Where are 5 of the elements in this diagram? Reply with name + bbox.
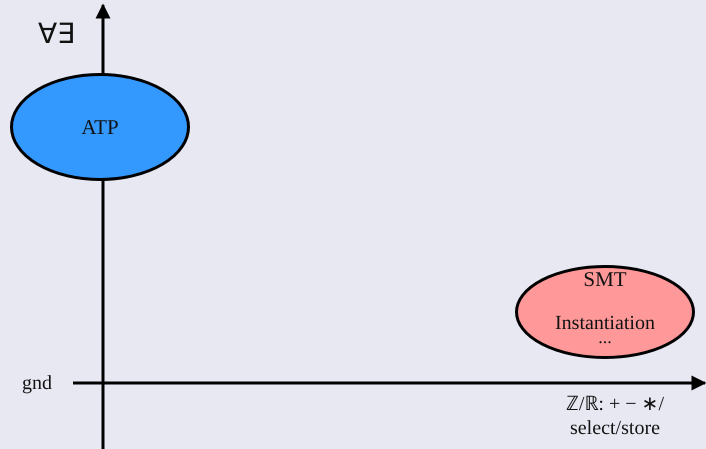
node-label: ATP xyxy=(80,117,120,138)
axis-label: ∀∃ xyxy=(38,18,75,52)
node-label: SMT xyxy=(582,269,628,290)
axis-label: gnd xyxy=(22,371,52,395)
axis-label: ℤ/ℝ: + − ∗/ select/store xyxy=(564,392,666,440)
